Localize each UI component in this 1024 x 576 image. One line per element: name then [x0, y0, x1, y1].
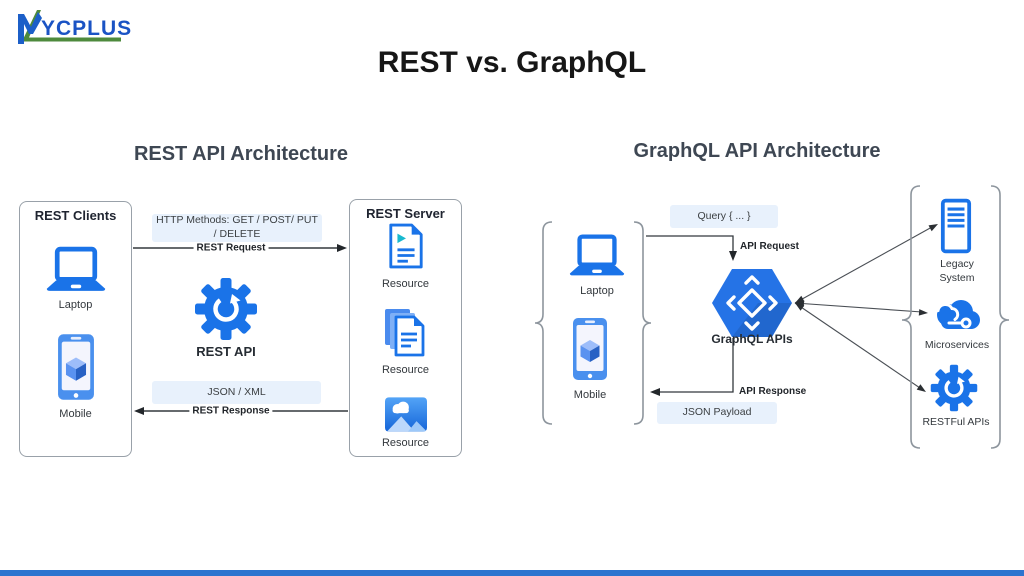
clients-left-brace [534, 221, 553, 425]
resource-label: Resource [381, 278, 430, 290]
rest-arrowheads [134, 244, 347, 415]
page-title: REST vs. GraphQL [377, 46, 647, 79]
graphql-arrowheads [650, 251, 737, 396]
laptop-label: Laptop [580, 285, 614, 297]
graphql-fanout-lines [794, 226, 933, 389]
clients-right-brace [633, 221, 652, 425]
legacy-system-label: Legacy System [939, 258, 975, 284]
rest-api-label: REST API [196, 344, 256, 359]
legacy-system-server-icon [940, 198, 972, 254]
laptop-label: Laptop [58, 299, 93, 311]
rest-server-title: REST Server [366, 206, 445, 221]
resource-label: Resource [381, 364, 430, 376]
graphql-section-heading: GraphQL API Architecture [633, 140, 881, 162]
footer-accent-bar [0, 570, 1024, 576]
api-response-label: API Response [739, 386, 807, 397]
logo-m-mark [18, 12, 42, 44]
json-xml-note: JSON / XML [152, 381, 321, 404]
mobile-icon [57, 334, 94, 400]
logo-text: YCPLUS [41, 17, 132, 40]
services-right-brace [990, 185, 1010, 449]
stacked-documents-resource-icon [384, 309, 424, 357]
image-resource-icon [384, 397, 427, 432]
rest-section-heading: REST API Architecture [133, 143, 349, 165]
mobile-icon [573, 318, 607, 380]
rest-response-label: REST Response [189, 405, 273, 417]
laptop-icon [569, 234, 625, 276]
http-methods-note: HTTP Methods: GET / POST/ PUT / DELETE [152, 214, 322, 242]
services-left-brace [901, 185, 921, 449]
graphql-request-response-arrows [646, 235, 734, 393]
json-payload-note: JSON Payload [657, 402, 777, 424]
laptop-icon [46, 246, 105, 291]
rest-request-label: REST Request [193, 242, 269, 254]
curly-braces [534, 185, 1010, 449]
restful-apis-gear-icon [930, 364, 978, 412]
restful-apis-label: RESTFul APIs [922, 416, 990, 428]
graphql-hexagon-icon [712, 269, 792, 337]
query-note: Query { ... } [670, 205, 778, 228]
rest-clients-title: REST Clients [34, 208, 117, 223]
mobile-label: Mobile [573, 389, 607, 401]
rest-api-gear-icon [195, 278, 257, 340]
rest-server-box: REST Server Resource Resource [349, 199, 462, 457]
api-request-label: API Request [740, 241, 799, 252]
document-resource-icon [388, 223, 423, 269]
mobile-label: Mobile [59, 408, 92, 420]
rest-clients-box: REST Clients Laptop Mobile [19, 201, 132, 457]
microservices-cloud-icon [931, 300, 980, 329]
logo-green-swoosh [22, 10, 121, 42]
graphql-apis-label: GraphQL APIs [711, 332, 793, 346]
graphql-fanout-arrowheads [795, 224, 938, 392]
mycplus-logo: YCPLUS [18, 10, 132, 44]
resource-label: Resource [381, 437, 430, 449]
microservices-label: Microservices [924, 339, 990, 351]
